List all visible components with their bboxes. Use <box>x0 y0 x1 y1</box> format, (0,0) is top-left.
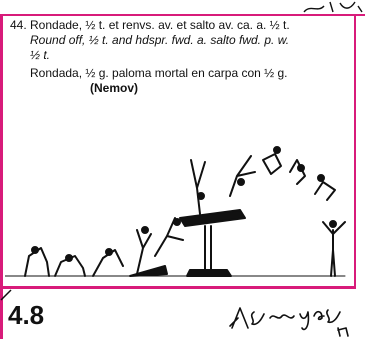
element-description: 44.Rondade, ½ t. et renvs. av. et salto … <box>10 18 350 96</box>
english-line-2: ½ t. <box>30 48 51 62</box>
top-scribble-mark <box>303 1 363 13</box>
vault-sequence-illustration <box>5 146 346 277</box>
corner-mark <box>0 289 12 301</box>
bottom-divider <box>0 286 356 289</box>
french-text: Rondade, ½ t. et renvs. av. et salto av.… <box>30 18 290 32</box>
right-border <box>354 14 356 288</box>
french-line: 44.Rondade, ½ t. et renvs. av. et salto … <box>10 18 350 33</box>
left-border <box>0 14 3 339</box>
handwritten-signature <box>229 307 349 337</box>
gymnast-name: (Nemov) <box>90 81 139 95</box>
difficulty-value: 4.8 <box>8 300 45 330</box>
english-line-1: Round off, ½ t. and hdspr. fwd. a. salto… <box>30 33 290 47</box>
spanish-line: Rondada, ½ g. paloma mortal en carpa con… <box>30 66 288 80</box>
element-number: 44. <box>10 18 27 32</box>
top-border <box>0 14 365 16</box>
